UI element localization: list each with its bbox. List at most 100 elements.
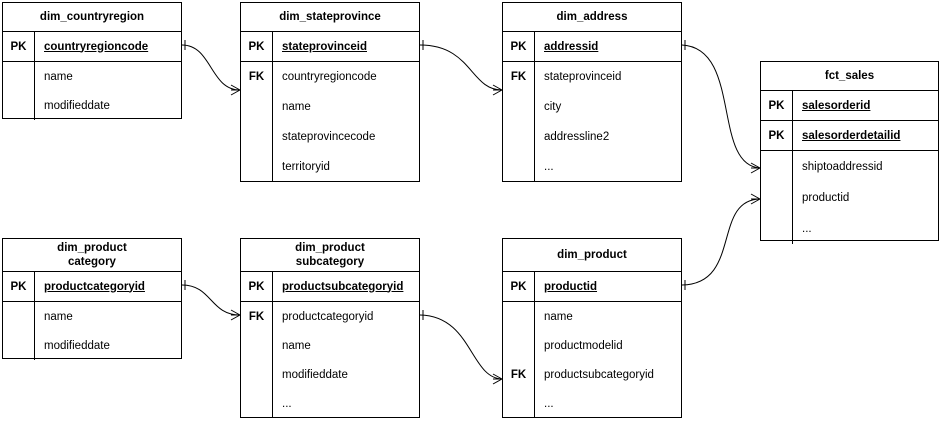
attribute-row[interactable]: name bbox=[503, 302, 681, 331]
key-badge-pk: PK bbox=[3, 32, 35, 61]
attribute-row[interactable]: productmodelid bbox=[503, 331, 681, 360]
relationship-line bbox=[681, 198, 761, 286]
relationship-line bbox=[419, 44, 503, 91]
key-badge-empty bbox=[503, 92, 535, 122]
attribute-row[interactable]: name bbox=[241, 331, 419, 360]
attribute-name: productcategoryid bbox=[44, 280, 145, 293]
attribute-name: name bbox=[44, 310, 73, 323]
attribute-group: shiptoaddressid productid... bbox=[761, 151, 938, 244]
key-badge-pk: PK bbox=[761, 91, 793, 120]
attribute-row[interactable]: city bbox=[503, 92, 681, 122]
key-badge-empty bbox=[761, 213, 793, 244]
attribute-name: ... bbox=[802, 222, 812, 235]
key-badge-fk: FK bbox=[503, 360, 535, 389]
attribute-row[interactable]: territoryid bbox=[241, 152, 419, 182]
relationship-address-to-fctsales[interactable] bbox=[681, 40, 761, 174]
attribute-group: name modifieddate bbox=[3, 302, 181, 360]
attribute-name: productid bbox=[802, 191, 850, 204]
attribute-row[interactable]: modifieddate bbox=[241, 360, 419, 389]
key-badge-empty bbox=[241, 152, 273, 182]
relationship-product-to-fctsales[interactable] bbox=[681, 193, 761, 290]
attribute-name: modifieddate bbox=[44, 339, 110, 352]
attribute-name: modifieddate bbox=[282, 368, 348, 381]
relationship-productsubcategory-to-product[interactable] bbox=[419, 310, 503, 385]
attribute-name: name bbox=[282, 101, 311, 113]
key-badge-pk: PK bbox=[3, 272, 35, 301]
entity-title-dim_productcategory: dim_product category bbox=[3, 239, 181, 272]
attribute-row[interactable]: ... bbox=[241, 389, 419, 418]
attribute-name: ... bbox=[282, 397, 292, 410]
key-badge-fk: FK bbox=[241, 302, 273, 331]
attribute-row[interactable]: modifieddate bbox=[3, 331, 181, 360]
attribute-name: addressline2 bbox=[544, 131, 610, 143]
attribute-row[interactable]: name bbox=[241, 92, 419, 122]
attribute-group: name modifieddate bbox=[3, 62, 181, 120]
relationship-countryregion-to-stateprovince[interactable] bbox=[181, 40, 241, 96]
key-badge-empty bbox=[241, 331, 273, 360]
attribute-row[interactable]: name bbox=[3, 302, 181, 331]
attribute-name: salesorderdetailid bbox=[802, 129, 901, 142]
attribute-row[interactable]: shiptoaddressid bbox=[761, 151, 938, 182]
attribute-name: territoryid bbox=[282, 161, 330, 173]
key-badge-empty bbox=[503, 331, 535, 360]
attribute-row[interactable]: modifieddate bbox=[3, 91, 181, 120]
relationship-line bbox=[181, 284, 241, 316]
relationship-stateprovince-to-address[interactable] bbox=[419, 40, 503, 96]
attribute-name: modifieddate bbox=[44, 99, 110, 112]
key-badge-empty bbox=[503, 302, 535, 331]
entity-title-dim_productsubcategory: dim_product subcategory bbox=[241, 239, 419, 272]
attribute-row[interactable]: PK productcategoryid bbox=[3, 272, 181, 301]
entity-title-dim_stateprovince: dim_stateprovince bbox=[241, 3, 419, 32]
key-badge-empty bbox=[241, 360, 273, 389]
attribute-name: productsubcategoryid bbox=[544, 368, 654, 381]
attribute-name: city bbox=[544, 101, 562, 113]
key-badge-pk: PK bbox=[241, 32, 273, 61]
key-badge-pk: PK bbox=[503, 272, 535, 301]
key-badge-fk: FK bbox=[503, 62, 535, 92]
key-badge-empty bbox=[503, 389, 535, 418]
relationship-productcategory-to-productsubcategory[interactable] bbox=[181, 280, 241, 321]
key-badge-empty bbox=[761, 182, 793, 213]
attribute-name: name bbox=[544, 310, 573, 323]
attribute-row[interactable]: addressline2 bbox=[503, 122, 681, 152]
key-badge-empty bbox=[503, 152, 535, 182]
attribute-row[interactable]: ... bbox=[761, 213, 938, 244]
attribute-row[interactable]: ... bbox=[503, 389, 681, 418]
attribute-row[interactable]: ... bbox=[503, 152, 681, 182]
entity-title-fct_sales: fct_sales bbox=[761, 62, 938, 91]
attribute-name: ... bbox=[544, 161, 554, 173]
entity-title-dim_address: dim_address bbox=[503, 3, 681, 32]
attribute-row[interactable]: productid bbox=[761, 182, 938, 213]
key-badge-empty bbox=[761, 151, 793, 182]
attribute-name: shiptoaddressid bbox=[802, 160, 883, 173]
attribute-row[interactable]: FK productsubcategoryid bbox=[503, 360, 681, 389]
attribute-row[interactable]: name bbox=[3, 62, 181, 91]
key-badge-empty bbox=[3, 62, 35, 91]
attribute-row[interactable]: stateprovincecode bbox=[241, 122, 419, 152]
attribute-name: stateprovincecode bbox=[282, 131, 376, 143]
